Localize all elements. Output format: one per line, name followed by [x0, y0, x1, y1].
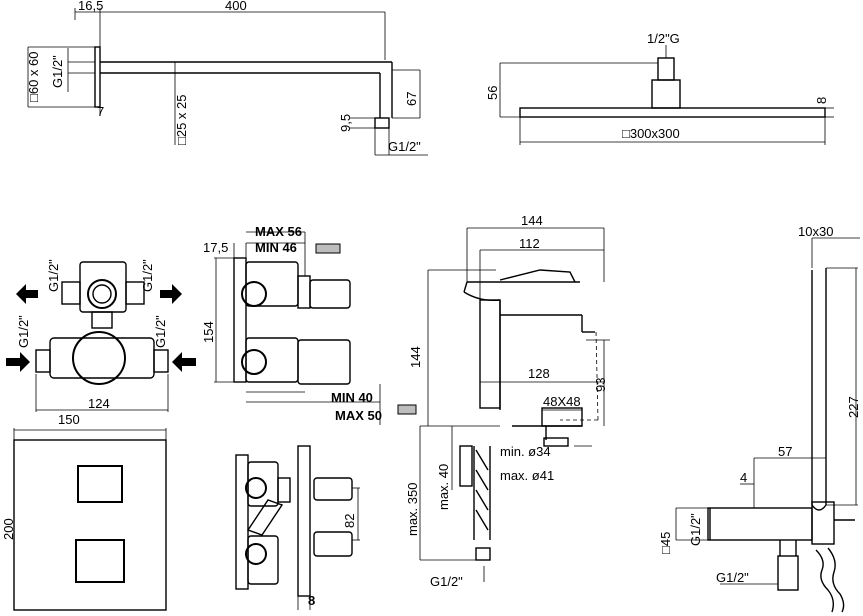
dim-arm-outlet: G1/2" — [388, 139, 421, 154]
dim-min46: MIN 46 — [255, 240, 297, 255]
dim-min40: MIN 40 — [331, 390, 373, 405]
dim-67: 67 — [404, 92, 419, 106]
hand-shower-view: 10x30 227 57 4 □45 G1/2" G1/2" — [658, 224, 861, 613]
valve-front-view: 150 200 — [1, 412, 167, 611]
head-neck — [651, 79, 681, 109]
dim-8-diverter: 8 — [308, 593, 315, 608]
dim-144-side: 144 — [408, 346, 423, 368]
inlet-arrow-icon — [6, 352, 30, 372]
shower-head-view: 1/2"G 56 8 □300x300 — [485, 31, 834, 145]
dim-16-5: 16,5 — [78, 0, 103, 13]
dim-124: 124 — [88, 396, 110, 411]
dim-g-mr: G1/2" — [153, 315, 168, 348]
head-plate — [519, 107, 826, 118]
valve-top-view: G1/2" G1/2" G1/2" G1/2" 124 — [6, 259, 196, 412]
valve-side-view: MAX 56 MIN 46 17,5 154 MIN 40 MAX 50 — [201, 224, 417, 425]
dim-227: 227 — [846, 396, 861, 418]
dim-min34: min. ø34 — [500, 444, 551, 459]
dim-57: 57 — [778, 444, 792, 459]
dim-60x60: □60 x 60 — [26, 52, 41, 103]
dim-128: 128 — [528, 366, 550, 381]
inlet-arrow-icon — [16, 284, 38, 304]
dim-45: □45 — [658, 532, 673, 554]
arm-outlet — [374, 117, 390, 129]
dim-max50: MAX 50 — [335, 408, 382, 423]
dim-max56: MAX 56 — [255, 224, 302, 239]
marker-badge — [315, 243, 341, 254]
dim-max350: max. 350 — [405, 483, 420, 536]
mixer-view: 144 112 144 128 93 48X48 min. ø34 max. ø… — [405, 213, 610, 589]
dim-200: 200 — [1, 518, 16, 540]
dim-150: 150 — [58, 412, 80, 427]
dim-9-5: 9,5 — [338, 114, 353, 132]
hand-shower-holder — [707, 507, 813, 541]
dim-hand-conn: G1/2" — [688, 513, 703, 546]
dim-g-ml: G1/2" — [16, 315, 31, 348]
dim-93: 93 — [593, 378, 608, 392]
dim-half-g: 1/2"G — [647, 31, 680, 46]
dim-82: 82 — [342, 514, 357, 528]
marker-badge — [397, 404, 417, 415]
dim-mixer-bottom: G1/2" — [430, 574, 463, 589]
dim-arm-thread: G1/2" — [50, 55, 65, 88]
dim-17-5: 17,5 — [203, 240, 228, 255]
dim-300x300: □300x300 — [622, 126, 680, 141]
dim-400: 400 — [225, 0, 247, 13]
valve-diverter-view: 82 8 — [235, 445, 360, 610]
shower-arm-view: 16,5 400 □60 x 60 G1/2" 7 □25 x 25 9,5 6… — [26, 0, 428, 156]
dim-hand-bottom: G1/2" — [716, 570, 749, 585]
dim-144-top: 144 — [521, 213, 543, 228]
dim-max40: max. 40 — [436, 464, 451, 510]
dim-7: 7 — [97, 104, 104, 119]
head-connector — [657, 57, 675, 81]
front-plate — [13, 439, 167, 611]
outlet-arrow-icon — [172, 352, 196, 372]
dim-8-head: 8 — [814, 97, 829, 104]
arm-wall-plate — [94, 46, 101, 108]
diverter-handle — [77, 465, 123, 503]
mixer-handle — [75, 539, 125, 583]
outlet-arrow-icon — [160, 284, 182, 304]
mixer-base — [541, 407, 583, 427]
dim-10x30: 10x30 — [798, 224, 833, 239]
dim-48x48: 48X48 — [543, 394, 581, 409]
dim-g-tl: G1/2" — [46, 259, 61, 292]
dim-g-tr: G1/2" — [140, 259, 155, 292]
dim-4: 4 — [740, 470, 747, 485]
dim-max41: max. ø41 — [500, 468, 554, 483]
dim-154: 154 — [201, 321, 216, 343]
dim-25x25: □25 x 25 — [174, 95, 189, 146]
dim-112: 112 — [519, 236, 540, 251]
dim-56: 56 — [485, 86, 500, 100]
